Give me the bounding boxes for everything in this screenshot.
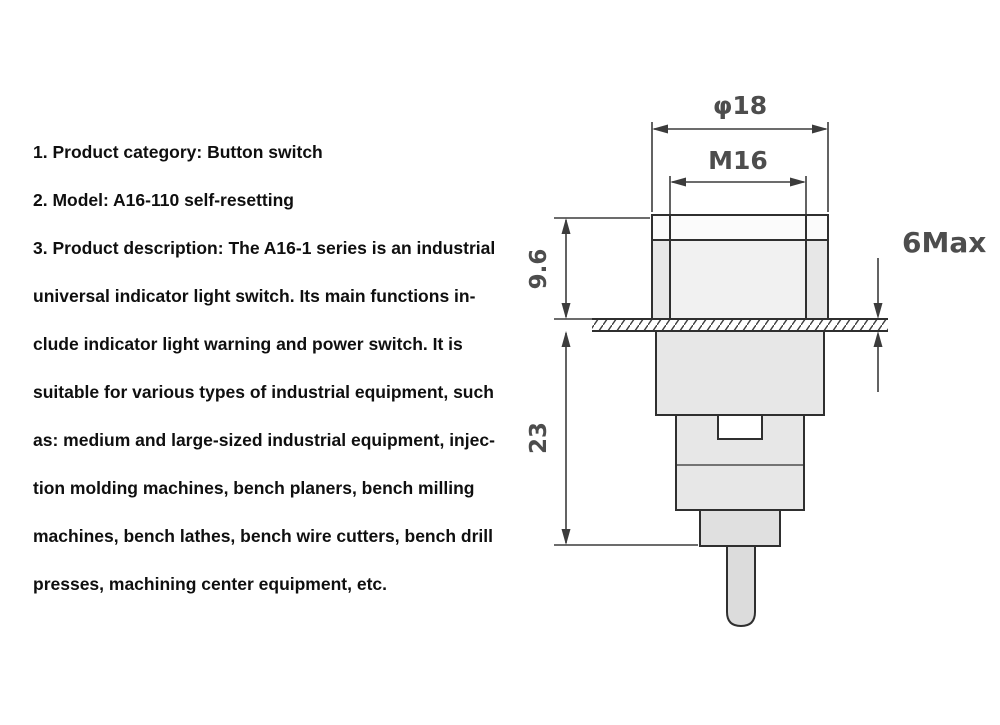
description-line-6: suitable for various types of industrial… [33,382,494,402]
dim-thread-label: M16 [708,146,768,175]
description-line-7: as: medium and large-sized industrial eq… [33,430,495,450]
dim-panel-max-label: 6Max [902,226,986,259]
dim-thread-m16: M16 [669,146,807,215]
product-description: 1. Product category: Button switch 2. Mo… [33,128,533,608]
mounting-panel [592,318,888,332]
description-line-9: machines, bench lathes, bench wire cutte… [33,526,493,546]
description-line-2: 2. Model: A16-110 self-resetting [33,190,294,210]
switch-body [655,330,825,547]
dim-panel-6max: 6Max [873,226,986,392]
dim-height-9-6: 9.6 [526,217,650,320]
dim-top-height-label: 9.6 [526,249,552,290]
description-line-3: 3. Product description: The A16-1 series… [33,238,496,258]
description-line-10: presses, machining center equipment, etc… [33,574,387,594]
terminal-pin [726,545,756,628]
description-line-8: tion molding machines, bench planers, be… [33,478,475,498]
dim-diameter-label: φ18 [713,91,767,120]
dim-body-height-label: 23 [526,422,552,454]
dim-diameter-phi18: φ18 [651,91,829,212]
switch-head [651,214,829,320]
description-line-1: 1. Product category: Button switch [33,142,323,162]
description-line-5: clude indicator light warning and power … [33,334,463,354]
dim-height-23: 23 [526,331,698,546]
description-line-4: universal indicator light switch. Its ma… [33,286,476,306]
